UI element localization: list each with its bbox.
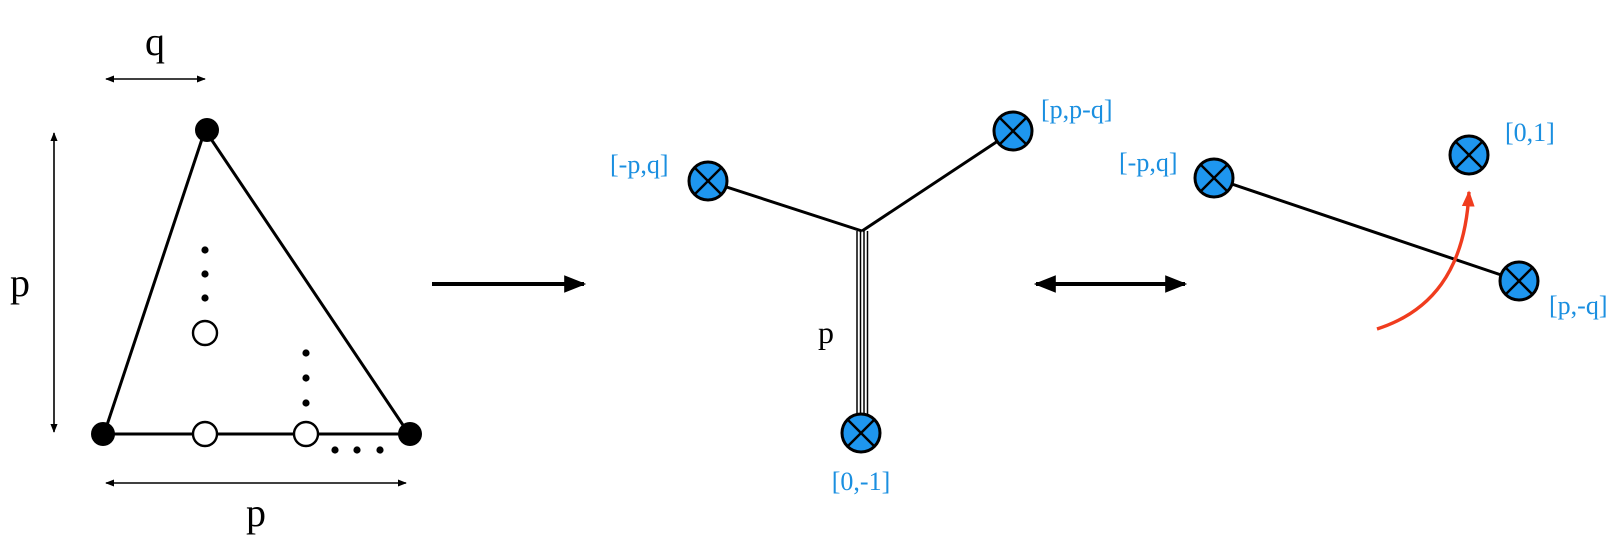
interior-dot [201, 246, 209, 254]
web-panel: p [-p,q] [p,p-q] [0,-1] [610, 95, 1112, 496]
lattice-point-open [191, 319, 219, 347]
lattice-point-open [292, 420, 320, 448]
vertex-point [398, 422, 422, 446]
node-label-top-right: [p,p-q] [1041, 95, 1112, 124]
monodromy-arrow [1376, 190, 1475, 331]
sevenbrane-node-left [687, 160, 729, 202]
interior-dot [302, 349, 310, 357]
sevenbrane-node-top-right [992, 110, 1034, 152]
ellipsis-dot [376, 446, 384, 454]
node-label-right: [p,-q] [1549, 291, 1607, 320]
interior-dot [302, 374, 310, 382]
p-bottom-label: p [246, 490, 266, 535]
sevenbrane-node-left [1193, 157, 1235, 199]
vertex-point [91, 422, 115, 446]
triangle-panel: q p p [10, 19, 422, 535]
lattice-point-open [191, 420, 219, 448]
node-label-bottom: [0,-1] [832, 467, 890, 496]
node-label-left: [-p,q] [610, 150, 668, 179]
ellipsis-dot [331, 446, 339, 454]
rotated-panel: [-p,q] [0,1] [p,-q] [1119, 118, 1607, 331]
sevenbrane-node-bottom [840, 412, 882, 454]
leg-multiplicity-label: p [818, 314, 834, 350]
ellipsis-dot [353, 446, 361, 454]
p-left-label: p [10, 260, 30, 305]
interior-dot [201, 294, 209, 302]
sevenbrane-node-right [1498, 260, 1540, 302]
vertex-point [195, 118, 219, 142]
node-label-top: [0,1] [1505, 118, 1555, 147]
web-leg-top-right [861, 129, 1014, 233]
interior-dot [302, 399, 310, 407]
web-leg-left [707, 179, 863, 233]
interior-dot [201, 270, 209, 278]
q-label: q [145, 19, 165, 64]
sevenbrane-node-top [1448, 134, 1490, 176]
triangle-outline [101, 126, 412, 436]
straight-leg [1213, 176, 1520, 283]
node-label-left: [-p,q] [1119, 148, 1177, 177]
